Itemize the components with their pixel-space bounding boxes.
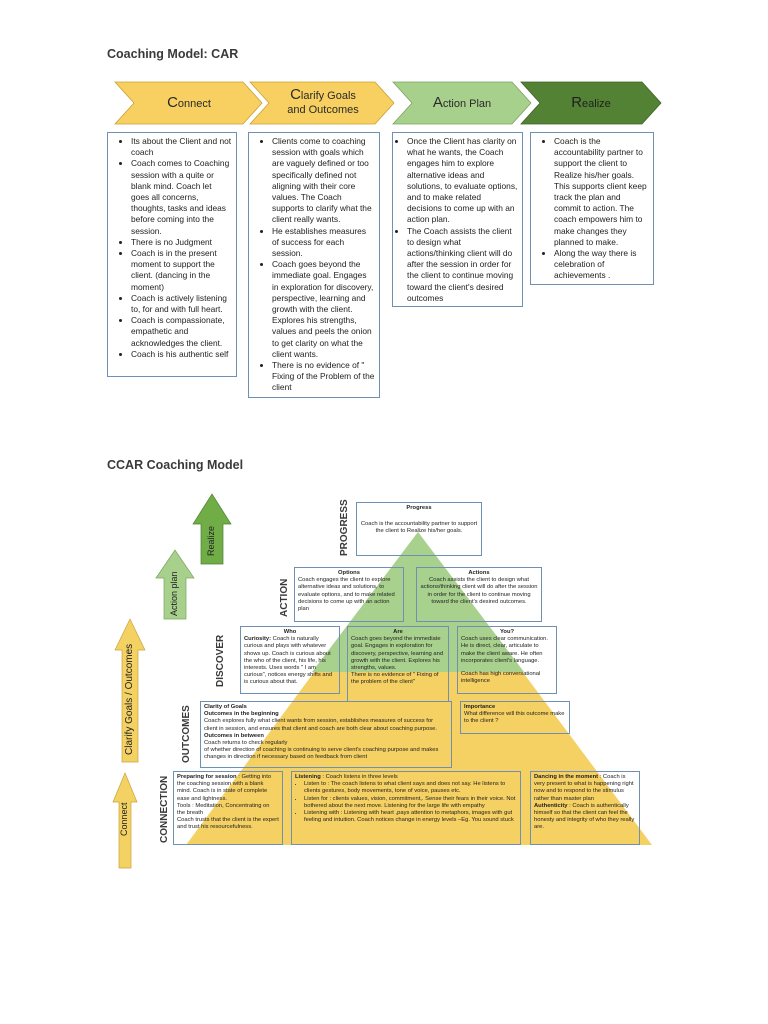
level-discover-label: DISCOVER (215, 634, 226, 687)
arrow-clarify-label: Clarify Goals / Outcomes (124, 643, 135, 755)
level-action-label: ACTION (279, 578, 290, 617)
chevron-connect (114, 81, 263, 125)
list-item: The Coach assists the client to design w… (407, 226, 518, 304)
chevron-realize (520, 81, 662, 125)
chevron-clarify (249, 81, 395, 125)
pyramid-green-top (312, 532, 524, 672)
car-title: Coaching Model: CAR (107, 47, 239, 61)
arrow-clarify (114, 618, 146, 763)
list-item: Coach comes to Coaching session with a q… (131, 158, 232, 236)
actions-box: Actions Coach assists the client to desi… (416, 567, 542, 622)
list-item: There is no evidence of " Fixing of the … (272, 360, 375, 394)
list-item: Coach is actively listening to, for and … (131, 293, 232, 315)
clarity-of-goals-box: Clarity of Goals Outcomes in the beginni… (200, 701, 452, 768)
level-connection-label: CONNECTION (159, 775, 170, 843)
chevron-action-label: Action Plan (432, 94, 492, 111)
you-box: You? Coach uses clear communication. He … (457, 626, 557, 694)
chevron-realize-label: Realize (571, 94, 611, 111)
car-column-realize: Coach is the accountability partner to s… (530, 132, 654, 285)
list-item: Listen for : clients values, vision, com… (304, 796, 517, 810)
list-item: Its about the Client and not coach (131, 136, 232, 158)
list-item: Listening with : Listening with heart ,p… (304, 810, 517, 824)
list-item: Once the Client has clarity on what he w… (407, 136, 518, 226)
arrow-realize-label: Realize (206, 525, 216, 556)
level-outcomes-label: OUTCOMES (181, 705, 192, 763)
car-chevrons (114, 81, 662, 125)
chevron-connect-label: Connect (167, 94, 211, 111)
list-item: Coach goes beyond the immediate goal. En… (272, 259, 375, 360)
listening-box: Listening : Coach listens in three level… (291, 771, 521, 845)
car-column-clarify: Clients come to coaching session with go… (248, 132, 380, 398)
list-item: There is no Judgment (131, 237, 232, 248)
arrow-connect-label: Connect (119, 802, 129, 836)
list-item: Coach is in the present moment to suppor… (131, 248, 232, 293)
list-item: He establishes measures of success for e… (272, 226, 375, 260)
list-item: Along the way there is celebration of ac… (554, 248, 649, 282)
car-column-action: Once the Client has clarity on what he w… (392, 132, 523, 307)
list-item: Coach is the accountability partner to s… (554, 136, 649, 248)
options-box: Options Coach engages the client to expl… (294, 567, 404, 622)
list-item: Coach is his authentic self (131, 349, 232, 360)
arrow-realize (192, 493, 232, 565)
preparing-for-session-box: Preparing for session : Getting into the… (173, 771, 283, 845)
ccar-title: CCAR Coaching Model (107, 458, 244, 472)
arrow-action-plan-label: Action plan (169, 571, 179, 616)
are-box: Are Coach goes beyond the immediate goal… (347, 626, 449, 702)
list-item: Clients come to coaching session with go… (272, 136, 375, 226)
list-item: Coach is compassionate, empathetic and a… (131, 315, 232, 349)
progress-box: Progress Coach is the accountability par… (356, 502, 482, 556)
pyramid-yellow (186, 532, 652, 845)
level-progress-label: PROGRESS (339, 499, 350, 556)
car-column-connect: Its about the Client and not coach Coach… (107, 132, 237, 377)
list-item: Listen to : The coach listens to what cl… (304, 781, 517, 795)
chevron-action (392, 81, 532, 125)
arrow-connect (112, 772, 138, 869)
importance-box: Importance What difference will this out… (460, 701, 570, 734)
arrow-action-plan (155, 549, 195, 620)
dancing-in-the-moment-box: Dancing in the moment : Coach is very pr… (530, 771, 640, 845)
who-box: Who Curiosity: Coach is naturally curiou… (240, 626, 340, 694)
